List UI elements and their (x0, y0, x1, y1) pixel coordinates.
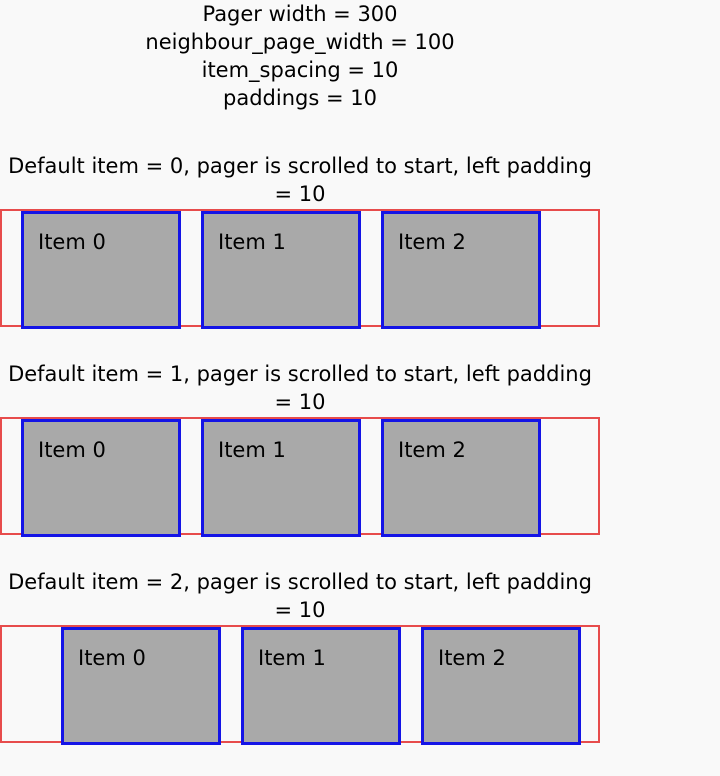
pager-item-1[interactable]: Item 1 (201, 419, 361, 537)
pager-item-label: Item 2 (398, 438, 466, 462)
pager-item-1[interactable]: Item 1 (201, 211, 361, 329)
pager-item-label: Item 1 (218, 438, 286, 462)
pager-config-header: Pager width = 300 neighbour_page_width =… (0, 0, 600, 112)
section-title-line: Default item = 1, pager is scrolled to s… (8, 362, 592, 386)
item-spacing-label: item_spacing = 10 (201, 58, 399, 82)
pager-item-2[interactable]: Item 2 (421, 627, 581, 745)
section-title-line: Default item = 2, pager is scrolled to s… (8, 570, 592, 594)
section-title-default-item-0: Default item = 0, pager is scrolled to s… (0, 152, 600, 208)
pager-item-label: Item 2 (438, 646, 506, 670)
pager-item-label: Item 0 (38, 230, 106, 254)
section-title-default-item-2: Default item = 2, pager is scrolled to s… (0, 568, 600, 624)
pager-item-label: Item 0 (38, 438, 106, 462)
pager-item-0[interactable]: Item 0 (21, 211, 181, 329)
pager-item-label: Item 1 (258, 646, 326, 670)
paddings-label: paddings = 10 (223, 86, 377, 110)
pager-item-label: Item 0 (78, 646, 146, 670)
pager-item-label: Item 1 (218, 230, 286, 254)
neighbour-page-width-label: neighbour_page_width = 100 (145, 30, 455, 54)
section-title-line: = 10 (274, 390, 326, 414)
pager-width-label: Pager width = 300 (202, 2, 398, 26)
pager-default-item-1[interactable]: Item 0 Item 1 Item 2 (0, 417, 600, 537)
pager-item-1[interactable]: Item 1 (241, 627, 401, 745)
section-title-default-item-1: Default item = 1, pager is scrolled to s… (0, 360, 600, 416)
section-title-line: Default item = 0, pager is scrolled to s… (8, 154, 592, 178)
section-title-line: = 10 (274, 598, 326, 622)
pager-item-0[interactable]: Item 0 (61, 627, 221, 745)
pager-default-item-0[interactable]: Item 0 Item 1 Item 2 (0, 209, 600, 329)
pager-item-0[interactable]: Item 0 (21, 419, 181, 537)
pager-item-label: Item 2 (398, 230, 466, 254)
pager-item-2[interactable]: Item 2 (381, 419, 541, 537)
pager-default-item-2[interactable]: Item 0 Item 1 Item 2 (0, 625, 600, 745)
pager-item-2[interactable]: Item 2 (381, 211, 541, 329)
section-title-line: = 10 (274, 182, 326, 206)
